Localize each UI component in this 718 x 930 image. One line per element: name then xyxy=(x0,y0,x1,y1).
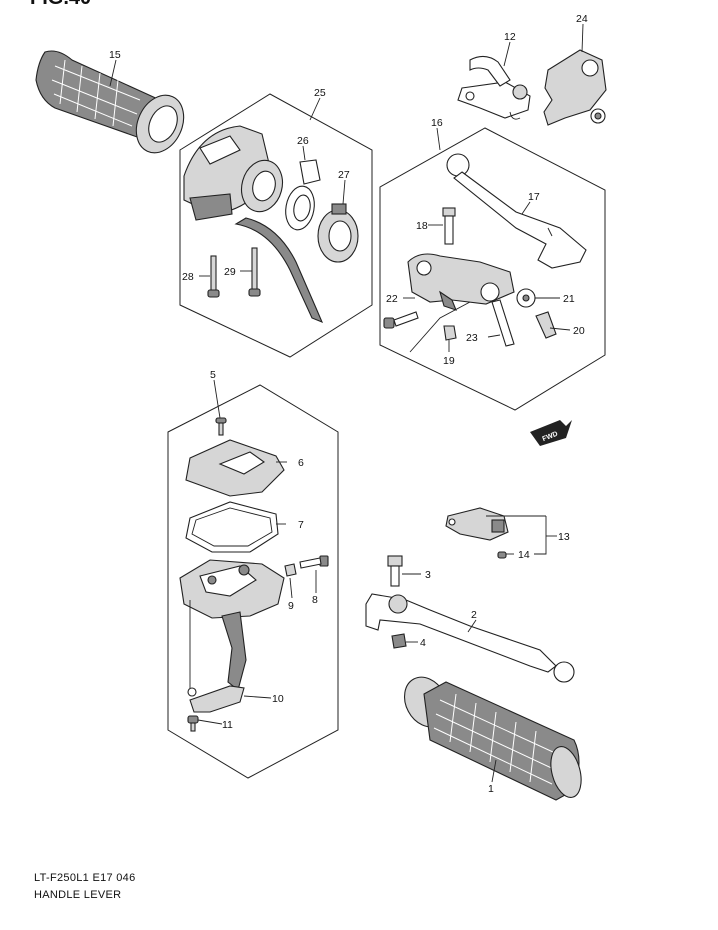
callout-14: 14 xyxy=(518,549,530,561)
bolt-part-18 xyxy=(442,207,456,245)
callout-26: 26 xyxy=(297,135,309,147)
callout-7: 7 xyxy=(298,519,304,531)
callout-21: 21 xyxy=(563,293,575,305)
callout-22: 22 xyxy=(386,293,398,305)
nut-part-4 xyxy=(391,633,407,649)
callout-15: 15 xyxy=(109,49,121,61)
master-cylinder-assembly xyxy=(407,253,515,353)
footer-model-code: LT-F250L1 E17 046 xyxy=(34,872,136,884)
pin-part-23 xyxy=(491,299,515,347)
nut-part-19 xyxy=(443,325,457,341)
screw-part-14 xyxy=(497,551,507,559)
callout-1: 1 xyxy=(488,783,494,795)
group-frame-16 xyxy=(379,127,606,411)
grip-right-part-1 xyxy=(403,676,582,801)
callout-4: 4 xyxy=(420,637,426,649)
callout-12: 12 xyxy=(504,31,516,43)
bracket-part-12 xyxy=(457,55,531,120)
callout-labels: 15 12 24 25 26 27 28 29 16 17 18 22 21 2… xyxy=(109,13,588,795)
figure-title: FIG.40 xyxy=(30,0,91,9)
callout-17: 17 xyxy=(528,191,540,203)
callout-10: 10 xyxy=(272,693,284,705)
lever-housing-assembly xyxy=(179,559,285,692)
washer-part-21 xyxy=(516,288,536,308)
callout-23: 23 xyxy=(466,332,478,344)
screw-part-29 xyxy=(248,247,261,297)
callout-27: 27 xyxy=(338,169,350,181)
plate-part-10 xyxy=(187,685,245,713)
group-frame-25 xyxy=(179,93,373,358)
callout-25: 25 xyxy=(314,87,326,99)
grip-left-part-15 xyxy=(35,50,185,154)
callout-29: 29 xyxy=(224,266,236,278)
callout-19: 19 xyxy=(443,355,455,367)
group-frame-5 xyxy=(167,384,339,779)
collar-part-27 xyxy=(317,203,359,263)
callout-16: 16 xyxy=(431,117,443,129)
screw-part-11 xyxy=(187,715,199,732)
callout-2: 2 xyxy=(471,609,477,621)
callout-24: 24 xyxy=(576,13,588,25)
switch-part-26 xyxy=(285,159,321,231)
callout-3: 3 xyxy=(425,569,431,581)
callout-20: 20 xyxy=(573,325,585,337)
holder-part-24 xyxy=(543,49,607,126)
callout-5: 5 xyxy=(210,369,216,381)
fwd-direction-arrow: FWD xyxy=(530,420,572,446)
brake-switch-part-13 xyxy=(445,507,509,541)
leader-lines xyxy=(109,23,584,783)
left-switch-assembly-part-25 xyxy=(183,125,324,324)
nut-part-9 xyxy=(284,563,297,577)
bolt-part-3 xyxy=(387,555,403,587)
callout-6: 6 xyxy=(298,457,304,469)
callout-13: 13 xyxy=(558,531,570,543)
callout-9: 9 xyxy=(288,600,294,612)
gasket-part-7 xyxy=(185,501,279,553)
callout-11: 11 xyxy=(222,719,233,731)
screw-part-28 xyxy=(207,255,220,298)
callout-28: 28 xyxy=(182,271,194,283)
bolt-part-22 xyxy=(383,311,419,329)
cover-part-6 xyxy=(185,439,285,497)
boot-part-20 xyxy=(535,311,557,339)
footer-section-name: HANDLE LEVER xyxy=(34,889,122,901)
bolt-part-8 xyxy=(299,555,329,569)
lever-part-2 xyxy=(365,593,575,683)
callout-18: 18 xyxy=(416,220,428,232)
screw-top-small xyxy=(215,417,227,436)
callout-8: 8 xyxy=(312,594,318,606)
front-brake-lever-part-17 xyxy=(446,153,587,269)
